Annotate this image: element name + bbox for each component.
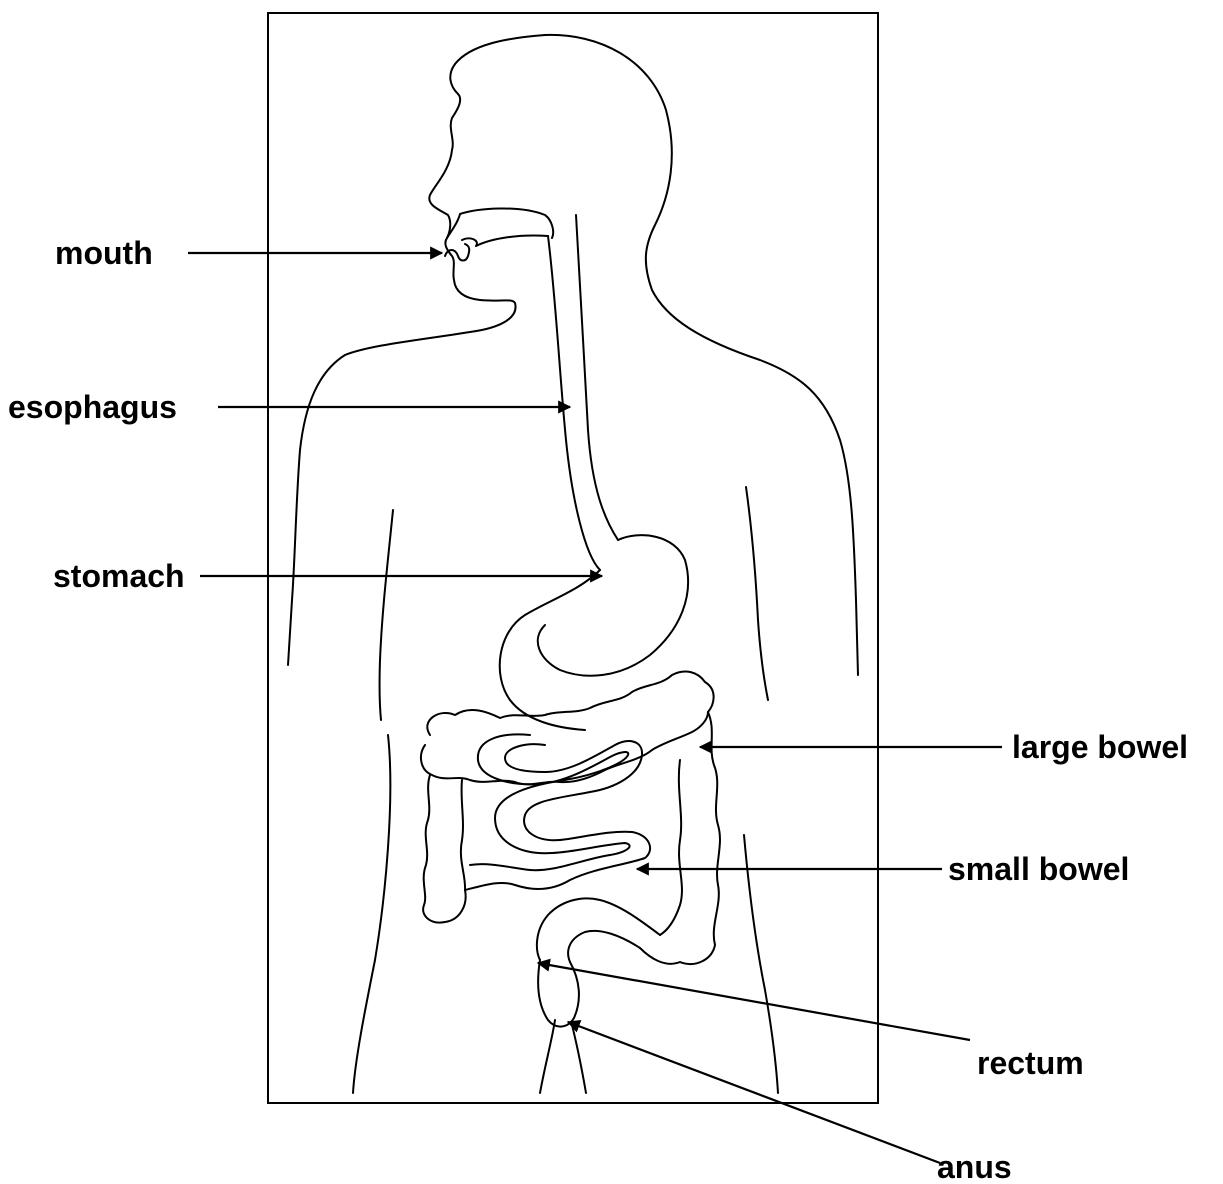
anus-leader — [568, 1022, 940, 1163]
body-outline — [288, 35, 858, 1093]
label-rectum: rectum — [977, 1045, 1084, 1081]
label-stomach: stomach — [53, 558, 185, 594]
right-arm-line — [746, 487, 768, 700]
label-anus: anus — [937, 1149, 1012, 1184]
large-bowel-organ — [421, 671, 720, 964]
head-outline — [455, 35, 858, 675]
stomach-organ — [500, 535, 688, 730]
label-mouth: mouth — [55, 235, 153, 271]
small-bowel-organ — [465, 734, 650, 890]
labels: mouth esophagus stomach large bowel smal… — [8, 235, 1188, 1184]
left-arm-line — [380, 510, 393, 720]
face-profile — [288, 64, 516, 665]
oral-cavity — [445, 208, 553, 260]
leg-inner-right — [572, 1025, 586, 1093]
label-small-bowel: small bowel — [948, 851, 1129, 887]
leg-inner-left — [540, 1020, 555, 1093]
left-hip-line — [353, 735, 390, 1093]
leader-lines — [188, 253, 1002, 1163]
right-hip-line — [744, 835, 778, 1093]
label-large-bowel: large bowel — [1012, 729, 1188, 765]
label-esophagus: esophagus — [8, 389, 177, 425]
esophagus-tube — [548, 215, 618, 570]
rectum-leader — [538, 963, 970, 1040]
